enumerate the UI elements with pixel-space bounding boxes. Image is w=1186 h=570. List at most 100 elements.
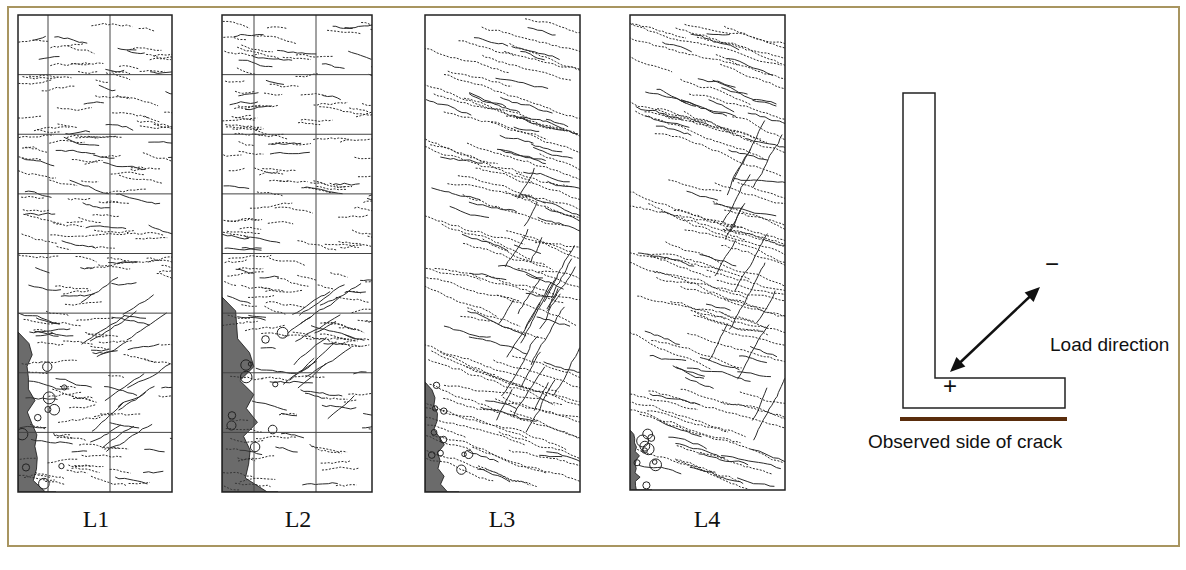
crack-line xyxy=(239,268,264,269)
crack-line xyxy=(430,145,497,164)
spalling-mark xyxy=(227,421,236,430)
crack-line xyxy=(322,467,359,470)
crack-line xyxy=(235,118,254,121)
crack-line xyxy=(36,334,59,336)
crack-line xyxy=(656,126,691,135)
crack-map xyxy=(425,19,580,492)
crack-line xyxy=(50,43,84,47)
crack-line xyxy=(297,275,316,280)
spalling-mark xyxy=(643,482,650,489)
crack-line xyxy=(510,411,580,445)
crack-line xyxy=(470,273,506,279)
crack-line xyxy=(645,112,735,134)
crack-line xyxy=(224,282,237,286)
crack-line xyxy=(301,94,326,96)
crack-line xyxy=(501,336,537,396)
crack-line xyxy=(229,168,245,171)
crack-line xyxy=(531,237,542,262)
spalling-mark xyxy=(62,385,67,390)
crack-line xyxy=(500,135,534,143)
crack-line xyxy=(110,469,131,473)
crack-line xyxy=(57,246,71,249)
observed-side-label: Observed side of crack xyxy=(868,432,1062,453)
crack-line xyxy=(690,467,743,483)
crack-line xyxy=(431,188,480,200)
crack-line xyxy=(320,284,361,306)
spalling-mark xyxy=(457,465,466,474)
crack-line xyxy=(724,299,785,322)
crack-line xyxy=(753,135,782,188)
crack-line xyxy=(526,274,563,289)
crack-line xyxy=(639,465,681,473)
crack-line xyxy=(630,261,748,299)
crack-line xyxy=(63,290,91,294)
crack-line xyxy=(58,417,100,422)
crack-line xyxy=(300,297,340,324)
crack-line xyxy=(232,115,251,117)
grid-line xyxy=(222,134,372,135)
crack-line xyxy=(685,230,785,268)
specimen-label: L3 xyxy=(489,506,516,532)
crack-line xyxy=(325,244,363,245)
crack-line xyxy=(477,469,510,482)
crack-line xyxy=(498,265,543,278)
crack-line xyxy=(56,379,92,388)
crack-line xyxy=(448,71,512,86)
crack-line xyxy=(281,433,304,438)
l-shaped-wall xyxy=(903,93,1065,408)
crack-line xyxy=(67,470,88,473)
crack-line xyxy=(248,296,274,298)
crack-line xyxy=(724,210,785,258)
crack-line xyxy=(345,25,372,28)
crack-line xyxy=(144,116,159,122)
crack-line xyxy=(103,162,145,169)
arrowhead xyxy=(1025,287,1040,302)
crack-line xyxy=(29,75,71,78)
crack-line xyxy=(234,35,264,37)
crack-line xyxy=(362,104,372,108)
crushed-zone xyxy=(222,297,278,492)
crack-line xyxy=(81,181,99,182)
crack-line xyxy=(737,478,774,486)
crack-line xyxy=(539,455,562,456)
crack-line xyxy=(225,248,262,250)
crack-line xyxy=(545,208,580,225)
crack-line xyxy=(733,121,765,183)
crack-line xyxy=(323,95,341,99)
crack-line xyxy=(25,147,48,152)
crack-line xyxy=(25,213,55,215)
crack-line xyxy=(425,413,525,445)
crack-line xyxy=(269,180,288,181)
crack-line xyxy=(447,184,537,203)
crack-line xyxy=(348,393,372,395)
crack-line xyxy=(19,157,42,160)
grid-line xyxy=(18,372,172,373)
crack-line xyxy=(265,290,303,292)
crack-line xyxy=(22,234,57,243)
crack-line xyxy=(675,459,785,490)
crack-line xyxy=(657,89,696,106)
crack-line xyxy=(46,311,70,316)
grid-line xyxy=(18,74,172,75)
crack-line xyxy=(662,42,691,52)
crack-line xyxy=(140,126,172,129)
crack-line xyxy=(136,237,168,239)
spalling-mark xyxy=(650,459,662,471)
crack-line xyxy=(54,37,87,44)
crack-line xyxy=(724,26,785,55)
crack-line xyxy=(301,390,343,396)
crack-line xyxy=(48,459,78,463)
crack-line xyxy=(18,116,41,118)
crack-line xyxy=(515,195,580,216)
crack-line xyxy=(739,356,767,363)
crack-line xyxy=(723,174,750,223)
crack-line xyxy=(326,398,347,400)
crack-line xyxy=(681,100,736,117)
crack-line xyxy=(450,206,489,217)
crack-map xyxy=(630,20,785,490)
crack-line xyxy=(519,117,578,134)
crack-line xyxy=(72,468,100,473)
crack-line xyxy=(677,446,773,474)
grid-line xyxy=(222,313,372,314)
crack-line xyxy=(270,143,301,145)
